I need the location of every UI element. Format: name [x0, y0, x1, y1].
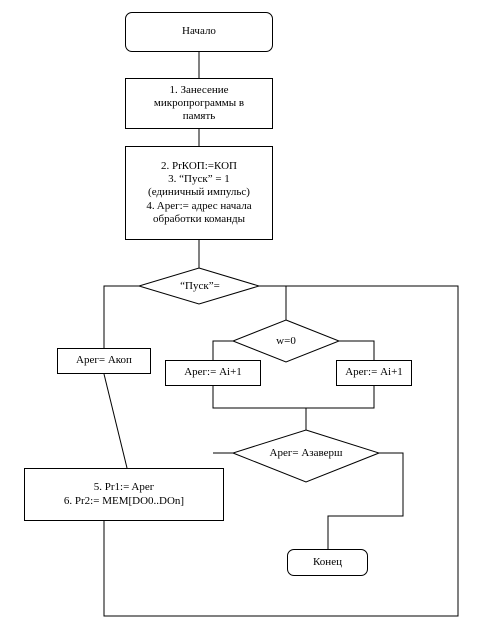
assign-i-plus-box: Aрег:= Ai+1 — [165, 360, 261, 386]
assign-i-plus-label: Aрег:= Ai+1 — [184, 366, 242, 379]
assign-kop-box: Aрег= Aкоп — [57, 348, 151, 374]
end-node: Конец — [287, 549, 368, 576]
decision-pusk-diamond — [137, 267, 261, 305]
assign-kop-label: Aрег= Aкоп — [76, 354, 132, 367]
assign-i-plus2-box: Aрег:= Ai+1 — [336, 360, 412, 386]
connector — [212, 386, 375, 409]
assign-i-plus2-label: Aрег:= Ai+1 — [345, 366, 403, 379]
step2-line-2: 3. “Пуск” = 1 — [168, 173, 230, 186]
step2-line-4: 4. Aрег:= адрес начала — [146, 199, 252, 212]
step1-line-3: память — [182, 110, 216, 123]
step1-line-2: микропрограммы в — [153, 96, 245, 109]
decision-end-diamond — [231, 429, 381, 483]
connector — [339, 340, 375, 360]
connector — [103, 373, 128, 469]
end-label: Конец — [313, 555, 342, 568]
connector — [327, 452, 404, 549]
step5-line-2: 6. Pr2:= MEM[DO0..DOn] — [63, 494, 185, 507]
connector — [259, 285, 287, 320]
decision-w-label: w=0 — [276, 335, 296, 347]
decision-pusk-label: “Пуск”= — [180, 280, 220, 292]
decision-end-label: Aрег= Aзаверш — [269, 447, 343, 459]
step5-box: 5. Pr1:= Aрег 6. Pr2:= MEM[DO0..DOn] — [24, 468, 224, 521]
connector — [103, 285, 139, 348]
step2-line-3: (единичный импульс) — [148, 186, 250, 199]
step2-line-1: 2. PrКОП:=КОП — [161, 160, 237, 173]
connector — [103, 285, 459, 617]
step1-line-1: 1. Занесение — [169, 83, 229, 96]
step2-box: 2. PrКОП:=КОП 3. “Пуск” = 1 (единичный и… — [125, 146, 273, 240]
start-node: Начало — [125, 12, 273, 52]
step1-box: 1. Занесение микропрограммы в память — [125, 78, 273, 129]
step5-line-1: 5. Pr1:= Aрег — [93, 481, 155, 494]
decision-w-diamond — [231, 319, 341, 363]
step2-line-5: обработки команды — [153, 212, 245, 225]
connector — [212, 340, 233, 360]
start-label: Начало — [182, 25, 216, 38]
